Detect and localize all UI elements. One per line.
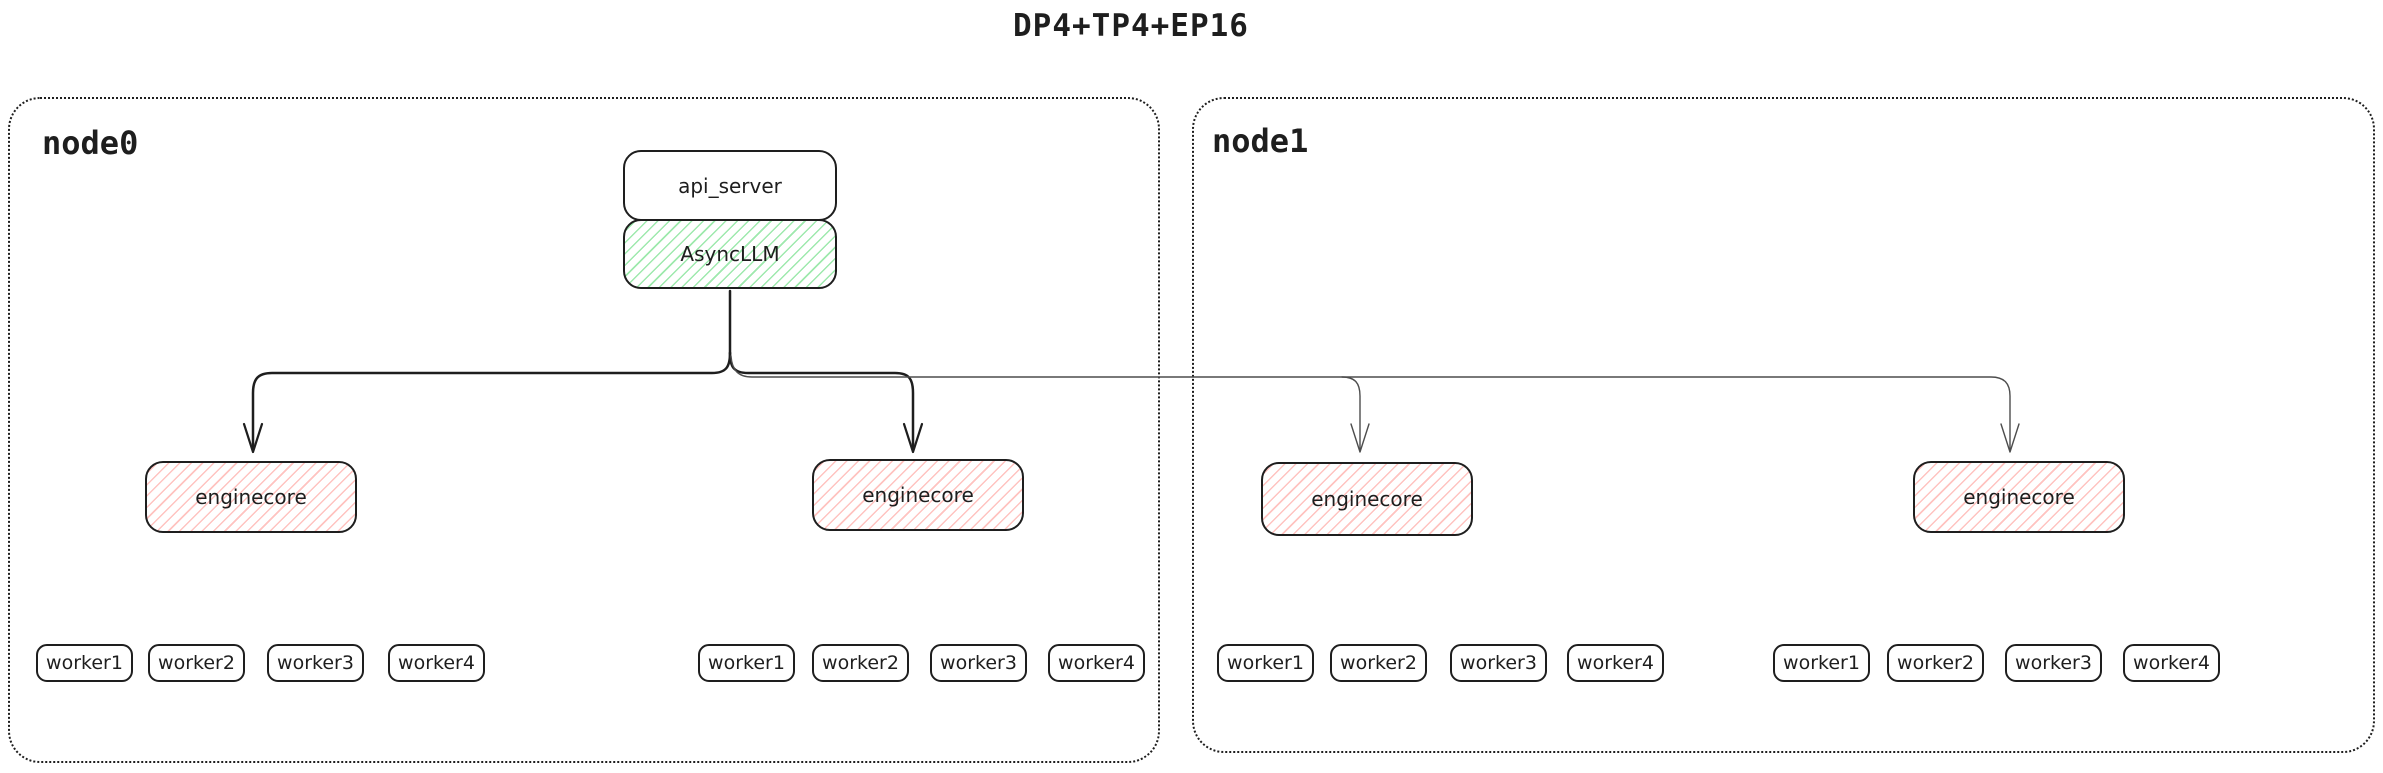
worker-box: worker4 [1567, 644, 1664, 682]
node1-container [1192, 97, 2375, 753]
node0-label: node0 [42, 124, 139, 162]
arrow-to-enginecore-4 [730, 355, 2011, 451]
asyncllm-label: AsyncLLM [680, 242, 780, 266]
worker-box: worker1 [36, 644, 133, 682]
worker-box: worker2 [812, 644, 909, 682]
worker-box: worker4 [1048, 644, 1145, 682]
enginecore-label: enginecore [1311, 487, 1423, 511]
worker-box: worker1 [698, 644, 795, 682]
diagram-title: DP4+TP4+EP16 [1013, 8, 1249, 44]
enginecore-box-1: enginecore [145, 461, 357, 533]
asyncllm-box: AsyncLLM [623, 219, 837, 289]
api-server-box: api_server [623, 150, 837, 221]
thick-arrows-group [242, 289, 924, 454]
api-server-label: api_server [678, 173, 782, 198]
worker-box: worker1 [1217, 644, 1314, 682]
worker-box: worker4 [388, 644, 485, 682]
enginecore-label: enginecore [1963, 485, 2075, 509]
enginecore-box-3: enginecore [1261, 462, 1473, 536]
arrow-to-enginecore-2 [728, 351, 915, 452]
node0-container [8, 97, 1160, 763]
worker-box: worker3 [2005, 644, 2102, 682]
thin-arrows-group [730, 355, 2020, 453]
worker-box: worker3 [930, 644, 1027, 682]
enginecore-box-4: enginecore [1913, 461, 2125, 533]
arrowhead-enginecore-1-icon [242, 422, 264, 454]
worker-box: worker1 [1773, 644, 1870, 682]
arrowhead-enginecore-2-icon [902, 422, 924, 454]
worker-box: worker3 [1450, 644, 1547, 682]
arrowhead-enginecore-4-icon [2000, 423, 2020, 453]
enginecore-label: enginecore [862, 483, 974, 507]
enginecore-label: enginecore [195, 485, 307, 509]
worker-box: worker2 [1887, 644, 1984, 682]
worker-box: worker2 [148, 644, 245, 682]
arrowhead-enginecore-3-icon [1350, 423, 1370, 453]
arrow-to-enginecore-1 [251, 351, 732, 452]
worker-box: worker2 [1330, 644, 1427, 682]
node1-label: node1 [1212, 122, 1309, 160]
worker-box: worker4 [2123, 644, 2220, 682]
arrow-to-enginecore-3 [1341, 376, 1361, 451]
enginecore-box-2: enginecore [812, 459, 1024, 531]
worker-box: worker3 [267, 644, 364, 682]
